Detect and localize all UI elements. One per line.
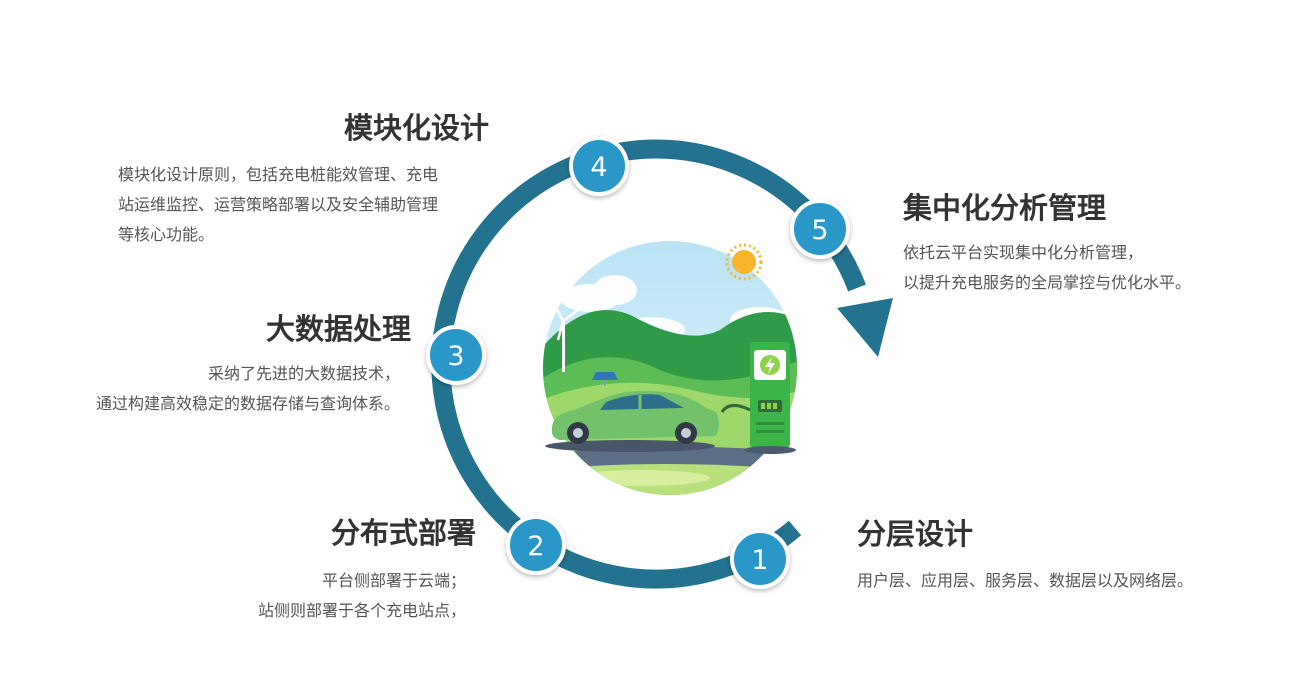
step-number: 4	[590, 152, 607, 183]
step-4-line: 站运维监控、运营策略部署以及安全辅助管理	[118, 195, 439, 214]
ev-charging-illustration	[543, 241, 797, 495]
step-number: 1	[751, 545, 768, 576]
badge-circle	[730, 529, 790, 589]
step-5-line: 以提升充电服务的全局掌控与优化水平。	[903, 273, 1192, 292]
solar-panel-icon	[592, 372, 618, 386]
step-number: 5	[811, 215, 828, 246]
step-2-badge: 2	[506, 515, 566, 575]
step-2-line: 平台侧部署于云端；	[321, 571, 466, 590]
step-number: 3	[447, 341, 464, 372]
step-5-description: 依托云平台实现集中化分析管理， 以提升充电服务的全局掌控与优化水平。	[903, 238, 1191, 298]
sun-icon	[725, 243, 763, 281]
step-number: 2	[527, 531, 544, 562]
step-5-line: 依托云平台实现集中化分析管理，	[903, 243, 1144, 262]
step-5-title: 集中化分析管理	[903, 191, 1107, 225]
step-4-description: 模块化设计原则，包括充电桩能效管理、充电 站运维监控、运营策略部署以及安全辅助管…	[118, 160, 438, 250]
badge-circle	[569, 136, 629, 196]
step-1-badge: 1	[730, 529, 790, 589]
step-1-line: 用户层、应用层、服务层、数据层以及网络层。	[857, 571, 1194, 590]
step-2-description: 平台侧部署于云端； 站侧则部署于各个充电站点，	[258, 566, 466, 626]
step-4-line: 模块化设计原则，包括充电桩能效管理、充电	[118, 165, 439, 184]
step-2-line: 站侧则部署于各个充电站点，	[257, 601, 466, 620]
step-5-badge: 5	[790, 199, 850, 259]
badge-circle	[426, 325, 486, 385]
wind-turbine-icon	[550, 299, 586, 372]
step-3-description: 采纳了先进的大数据技术， 通过构建高效稳定的数据存储与查询体系。	[96, 359, 400, 419]
step-4-title: 模块化设计	[343, 111, 489, 145]
step-4-badge: 4	[569, 136, 629, 196]
step-3-title: 大数据处理	[265, 312, 411, 346]
step-3-line: 采纳了先进的大数据技术，	[207, 364, 400, 383]
step-4-line: 等核心功能。	[118, 225, 215, 244]
badge-circle	[790, 199, 850, 259]
cycle-arrow-head	[837, 298, 893, 357]
step-1-description: 用户层、应用层、服务层、数据层以及网络层。	[857, 566, 1193, 596]
step-2-title: 分布式部署	[330, 516, 476, 550]
badge-circle	[506, 515, 566, 575]
charging-station-icon	[720, 342, 796, 454]
step-3-badge: 3	[426, 325, 486, 385]
step-3-line: 通过构建高效稳定的数据存储与查询体系。	[95, 394, 400, 413]
electric-car-icon	[545, 390, 719, 452]
cycle-ring	[431, 139, 866, 589]
step-1-title: 分层设计	[857, 517, 974, 551]
